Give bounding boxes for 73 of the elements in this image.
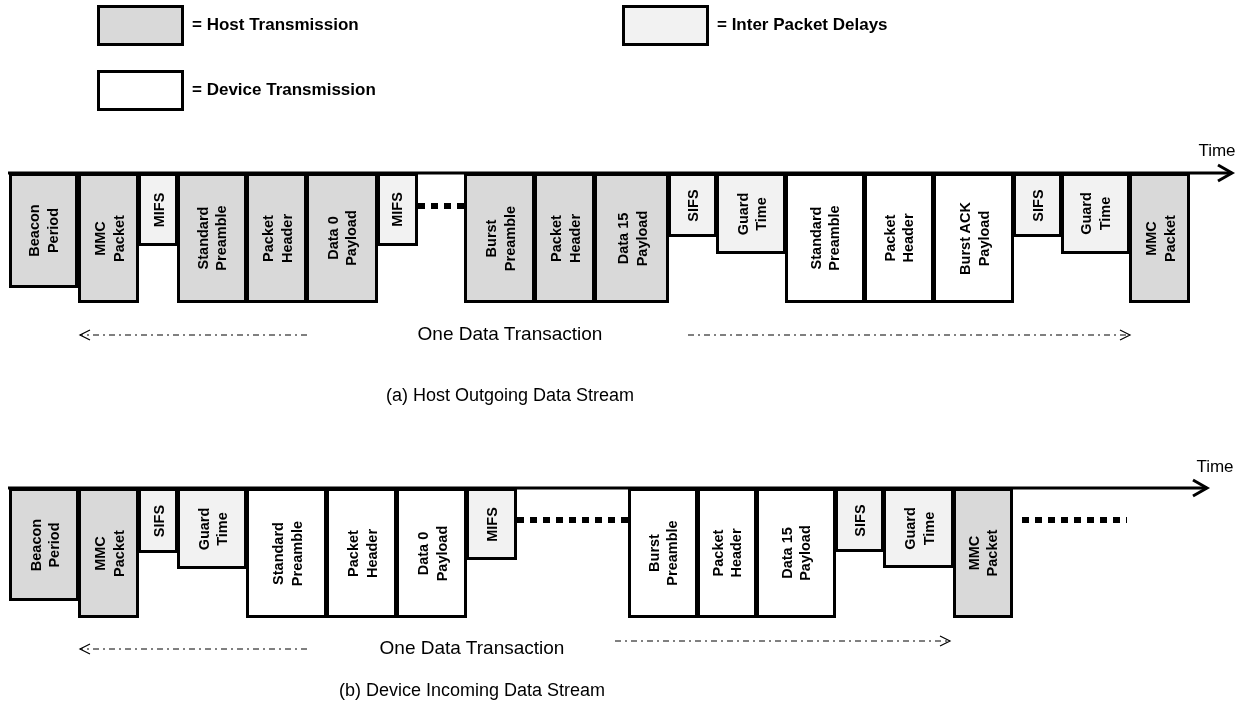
host-transmission-block <box>306 173 378 303</box>
block-label: MMC Packet <box>964 528 1001 579</box>
block-label: Data 15 Payload <box>777 524 814 583</box>
host-transmission-block <box>1129 173 1190 303</box>
host-transmission-block <box>9 173 78 288</box>
device-transmission-block <box>246 488 327 618</box>
host-transmission-block <box>594 173 669 303</box>
block-label: Packet Header <box>258 212 295 265</box>
block-label: Guard Time <box>1077 191 1114 237</box>
axis-label: Time <box>1196 457 1234 477</box>
host-transmission-block <box>246 173 307 303</box>
host-transmission-block <box>534 173 595 303</box>
host-transmission-block <box>78 173 139 303</box>
inter-packet-delay-block <box>377 173 418 246</box>
block-label: Beacon Period <box>25 203 62 259</box>
subfigure-caption: (a) Host Outgoing Data Stream <box>385 385 635 406</box>
block-label: MIFS <box>148 191 167 229</box>
subfigure-caption: (b) Device Incoming Data Stream <box>338 680 606 701</box>
block-label: Data 15 Payload <box>613 209 651 268</box>
block-label: Standard Preamble <box>268 519 305 588</box>
device-transmission-block <box>785 173 865 303</box>
block-label: SIFS <box>683 187 702 224</box>
block-label: Guard Time <box>193 506 230 552</box>
legend-label: = Host Transmission <box>192 15 359 35</box>
block-label: MIFS <box>388 191 407 229</box>
block-label: Packet Header <box>546 212 583 265</box>
block-label: SIFS <box>148 503 167 539</box>
host-transmission-block <box>9 488 79 601</box>
block-label: Beacon Period <box>25 517 62 573</box>
inter-packet-delay-block <box>466 488 517 560</box>
block-label: Data 0 Payload <box>413 524 451 583</box>
block-label: Burst ACK Payload <box>955 200 993 277</box>
block-label: Standard Preamble <box>806 204 843 273</box>
axis-label: Time <box>1198 141 1236 161</box>
block-label: Packet Header <box>343 527 380 580</box>
inter-packet-delay-block <box>138 488 178 553</box>
host-transmission-block <box>78 488 139 618</box>
block-label: MMC Packet <box>90 528 127 579</box>
device-transmission-block <box>864 173 934 303</box>
device-transmission-block <box>396 488 467 618</box>
inter-packet-delay-block <box>138 173 178 246</box>
host-transmission-block <box>464 173 535 303</box>
span-label: One Data Transaction <box>417 323 603 345</box>
host-transmission-block <box>953 488 1013 618</box>
inter-packet-delay-block <box>177 488 247 569</box>
block-label: Data 0 Payload <box>323 209 360 268</box>
inter-packet-delay-block <box>1061 173 1130 254</box>
inter-packet-delay-block <box>1013 173 1062 237</box>
block-label: Guard Time <box>900 505 937 552</box>
span-label: One Data Transaction <box>379 637 565 659</box>
legend-label: = Inter Packet Delays <box>717 15 888 35</box>
block-label: Packet Header <box>880 212 917 265</box>
block-label: SIFS <box>1028 187 1047 224</box>
inter-packet-delay-block <box>716 173 786 254</box>
inter-packet-delay-block <box>668 173 717 237</box>
block-label: Standard Preamble <box>193 204 230 273</box>
inter-packet-delay-block <box>883 488 954 568</box>
host-transmission-block <box>177 173 247 303</box>
device-transmission-block <box>326 488 397 618</box>
block-label: Burst Preamble <box>644 519 681 588</box>
block-label: SIFS <box>850 502 869 539</box>
block-label: MIFS <box>482 505 501 544</box>
block-label: Guard Time <box>732 191 769 237</box>
device-transmission-block <box>933 173 1014 303</box>
device-transmission-block <box>756 488 836 618</box>
block-label: MMC Packet <box>90 213 127 264</box>
device-transmission-block <box>697 488 757 618</box>
block-label: MMC Packet <box>1141 213 1178 264</box>
block-label: Packet Header <box>708 527 745 580</box>
legend-label: = Device Transmission <box>192 80 376 100</box>
inter-packet-delay-block <box>835 488 884 552</box>
block-label: Burst Preamble <box>481 204 518 273</box>
device-transmission-block <box>628 488 698 618</box>
